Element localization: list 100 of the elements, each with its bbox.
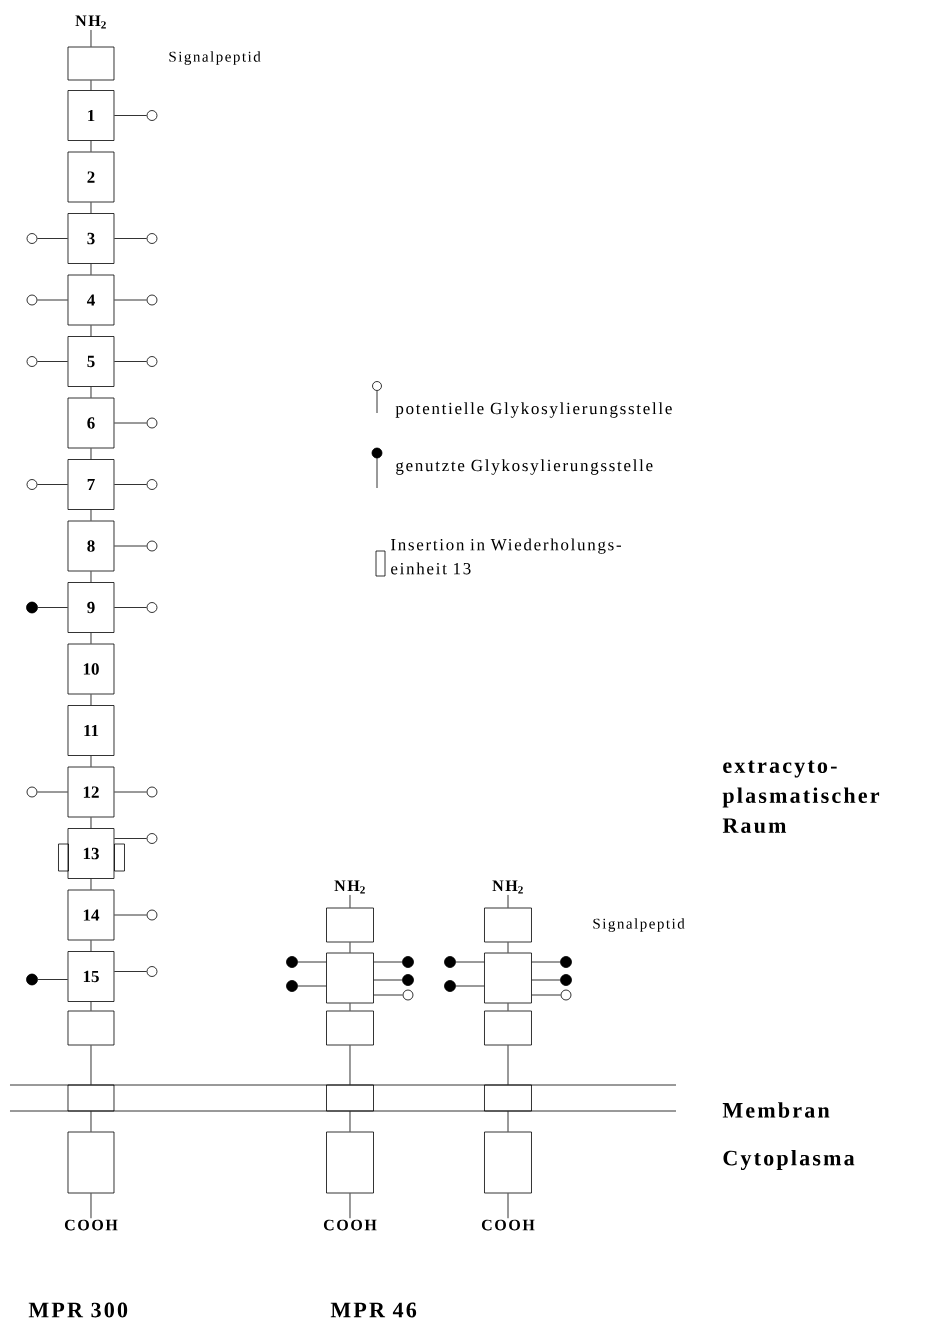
glycosylation-site bbox=[402, 956, 414, 968]
repeat-box: 5 bbox=[67, 336, 115, 387]
connector-line bbox=[90, 509, 92, 521]
connector-line bbox=[114, 299, 147, 301]
connector-line bbox=[507, 1193, 509, 1219]
connector-line bbox=[37, 238, 68, 239]
connector-line bbox=[507, 942, 509, 953]
glycosylation-site bbox=[560, 989, 572, 1001]
connector-line bbox=[37, 791, 68, 793]
connector-line bbox=[90, 878, 92, 890]
connector-line bbox=[90, 1193, 92, 1219]
transmembrane-box bbox=[326, 1084, 374, 1112]
glycosylation-site bbox=[402, 974, 414, 986]
glycosylation-site bbox=[146, 833, 158, 844]
connector-line bbox=[507, 1111, 509, 1132]
connector-line bbox=[349, 942, 351, 953]
repeat-box: 11 bbox=[67, 705, 115, 756]
glycosylation-site bbox=[146, 540, 158, 552]
glycosylation-site bbox=[402, 989, 414, 1001]
terminus-label: NH$_{2}$ bbox=[75, 15, 106, 29]
connector-line bbox=[37, 607, 68, 608]
repeat-box: 13 bbox=[67, 828, 115, 879]
legend-text: genutzte Glykosylierungsstelle bbox=[396, 459, 653, 475]
insertion-box bbox=[58, 843, 69, 872]
glycosylation-site bbox=[146, 356, 158, 367]
connector-line bbox=[90, 817, 92, 829]
repeat-box: 3 bbox=[67, 213, 115, 264]
glycosylation-site bbox=[286, 980, 298, 992]
connector-line bbox=[114, 607, 147, 608]
glycosylation-site bbox=[146, 294, 158, 306]
connector-line bbox=[90, 1001, 92, 1011]
repeat-box: 2 bbox=[67, 151, 115, 203]
repeat-box: 9 bbox=[67, 582, 115, 633]
glycosylation-site bbox=[26, 786, 38, 798]
connector-line bbox=[90, 325, 92, 337]
connector-line bbox=[531, 979, 561, 981]
glycosylation-site bbox=[26, 601, 38, 614]
connector-line bbox=[90, 386, 92, 398]
connector-line bbox=[114, 361, 147, 362]
connector-line bbox=[90, 1045, 92, 1085]
side-label: Signalpeptid bbox=[169, 51, 261, 65]
connector-line bbox=[507, 894, 509, 908]
connector-line bbox=[507, 1003, 509, 1011]
glycosylation-site bbox=[26, 479, 38, 490]
connector-line bbox=[37, 484, 68, 485]
cytoplasmic-box bbox=[326, 1131, 374, 1194]
glycosylation-site bbox=[444, 980, 456, 992]
repeat-box: 15 bbox=[67, 951, 115, 1002]
connector-line bbox=[114, 971, 147, 972]
cytoplasmic-box bbox=[484, 1131, 532, 1194]
connector-line bbox=[90, 694, 92, 706]
glycosylation-site bbox=[560, 974, 572, 986]
receptor-label: MPR 46 bbox=[330, 1302, 417, 1318]
terminus-label: COOH bbox=[323, 1219, 377, 1231]
signal-peptide-box bbox=[67, 46, 115, 81]
connector-line bbox=[114, 238, 147, 239]
connector-line bbox=[90, 940, 92, 952]
domain-box bbox=[67, 1010, 115, 1046]
connector-line bbox=[349, 1111, 351, 1132]
repeat-box: 7 bbox=[67, 459, 115, 510]
repeat-box bbox=[484, 952, 532, 1004]
repeat-box: 14 bbox=[67, 889, 115, 941]
region-label: Cytoplasma bbox=[723, 1150, 855, 1170]
glycosylation-site bbox=[26, 356, 38, 367]
receptor-label: MPR 300 bbox=[28, 1302, 128, 1318]
glycosylation-site bbox=[146, 233, 158, 244]
side-label: Signalpeptid bbox=[593, 918, 685, 932]
connector-line bbox=[455, 961, 485, 963]
glycosylation-site bbox=[146, 417, 158, 429]
signal-peptide-box bbox=[326, 907, 374, 943]
connector-line bbox=[37, 299, 68, 301]
legend-text: Insertion in Wiederholungs- einheit 13 bbox=[391, 538, 621, 575]
connector-line bbox=[297, 985, 327, 987]
connector-line bbox=[455, 985, 485, 987]
connector-line bbox=[349, 894, 351, 908]
connector-line bbox=[349, 1045, 351, 1085]
connector-line bbox=[373, 961, 403, 963]
legend-text: potentielle Glykosylierungsstelle bbox=[395, 402, 672, 418]
connector-line bbox=[90, 140, 92, 152]
connector-line bbox=[531, 994, 561, 996]
connector-line bbox=[37, 361, 68, 362]
connector-line bbox=[114, 422, 147, 424]
domain-box bbox=[326, 1010, 374, 1046]
glycosylation-site bbox=[26, 973, 38, 986]
glycosylation-site bbox=[146, 909, 158, 921]
glycosylation-site bbox=[444, 956, 456, 968]
glycosylation-site bbox=[146, 786, 158, 798]
connector-line bbox=[373, 979, 403, 981]
connector-line bbox=[90, 29, 92, 47]
connector-line bbox=[349, 1193, 351, 1219]
connector-line bbox=[114, 545, 147, 547]
glycosylation-site bbox=[146, 110, 158, 121]
connector-line bbox=[90, 632, 92, 644]
glycosylation-site bbox=[146, 602, 158, 613]
connector-line bbox=[114, 791, 147, 793]
repeat-box: 6 bbox=[67, 397, 115, 449]
signal-peptide-box bbox=[484, 907, 532, 943]
transmembrane-box bbox=[67, 1084, 115, 1112]
transmembrane-box bbox=[484, 1084, 532, 1112]
connector-line bbox=[37, 979, 68, 980]
